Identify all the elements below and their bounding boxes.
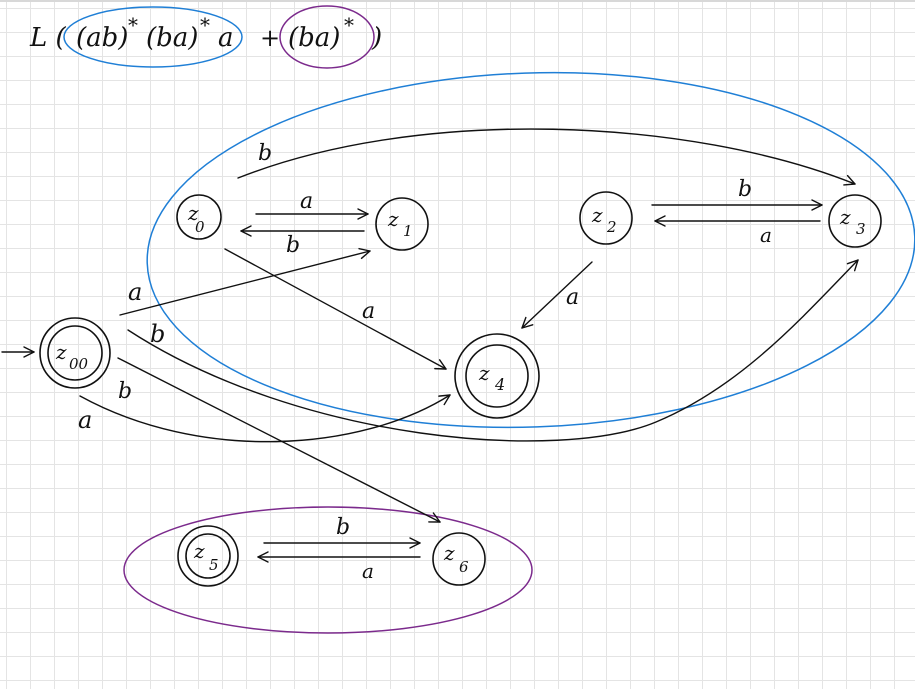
state-z3-circle [828,194,882,248]
state-z6: z 6 [432,532,486,586]
state-z2-sub: 2 [606,218,617,236]
regex-star-3: * [344,13,354,37]
transition-labels: b a b a b a a a b b a b a [78,141,772,583]
state-z2: z 2 [579,191,633,245]
state-z4-inner [465,344,529,408]
transitions [1,128,859,563]
state-z00: z 00 [39,317,111,389]
state-z1: z 1 [375,197,429,251]
regex-part-ba-2: (ba) [288,23,340,53]
state-z5-inner [185,533,231,579]
label-z00-z3: b [150,320,165,348]
label-z1-z0: b [286,233,300,258]
state-z5-outer [177,525,239,587]
state-z2-circle [579,191,633,245]
state-z6-circle [432,532,486,586]
state-z3-label: z [839,205,851,229]
state-z5: z 5 [177,525,239,587]
label-z2-z3: b [738,177,752,202]
state-z1-label: z [387,207,399,231]
state-z00-sub: 00 [69,355,89,373]
regex-star-2: * [200,13,210,37]
label-z0-z4: a [362,299,375,324]
edge-z00-z1 [119,247,371,316]
edge-z00-z3 [127,259,859,442]
state-z6-sub: 6 [459,558,469,576]
state-z4: z 4 [454,333,540,419]
label-z00-z6: b [118,379,132,404]
state-z4-label: z [478,361,490,385]
state-z2-label: z [591,203,603,227]
edge-z0-z4 [224,248,447,370]
state-z1-sub: 1 [403,222,413,240]
label-z6-z5: a [362,559,374,583]
label-z5-z6: b [336,515,350,540]
state-z00-label: z [55,340,67,364]
edge-z00-z4 [79,394,451,443]
regex-purple-highlight [279,5,375,69]
state-z1-circle [375,197,429,251]
state-z00-outer [39,317,111,389]
regex-part-a: a [218,23,234,53]
regex-plus: + [260,24,280,52]
label-z3-z2: a [760,223,772,247]
edge-z00-z6 [117,357,441,523]
state-z0-label: z [187,201,199,225]
state-z4-outer [454,333,540,419]
regex-prefix: L ( [29,23,67,53]
state-z0-sub: 0 [195,218,205,236]
state-z5-sub: 5 [209,556,219,574]
state-z3-sub: 3 [856,220,866,238]
label-z0-z1: a [300,189,313,214]
state-z6-label: z [443,541,455,565]
label-z00-z4: a [78,406,92,434]
label-z0-z3: b [258,141,272,166]
edge-z0-z3 [237,128,856,186]
state-z5-label: z [193,539,205,563]
label-z00-z1: a [128,278,142,306]
state-z3: z 3 [828,194,882,248]
edge-z2-z4 [521,261,593,329]
state-z0-circle [176,194,222,240]
regex-blue-highlight [63,6,243,68]
blue-group-ellipse [146,71,915,429]
regex-suffix: ) [371,23,382,53]
regex-part-ba: (ba) [146,23,198,53]
state-z0: z 0 [176,194,222,240]
state-z4-sub: 4 [494,375,505,394]
regex-star-1: * [128,13,138,37]
label-z2-z4: a [566,285,579,310]
state-z00-inner [47,325,103,381]
regex-part-ab: (ab) [76,23,128,53]
regex-heading: L ( (ab) * (ba) * a + (ba) * ) [29,5,382,69]
purple-group-ellipse [123,506,533,634]
